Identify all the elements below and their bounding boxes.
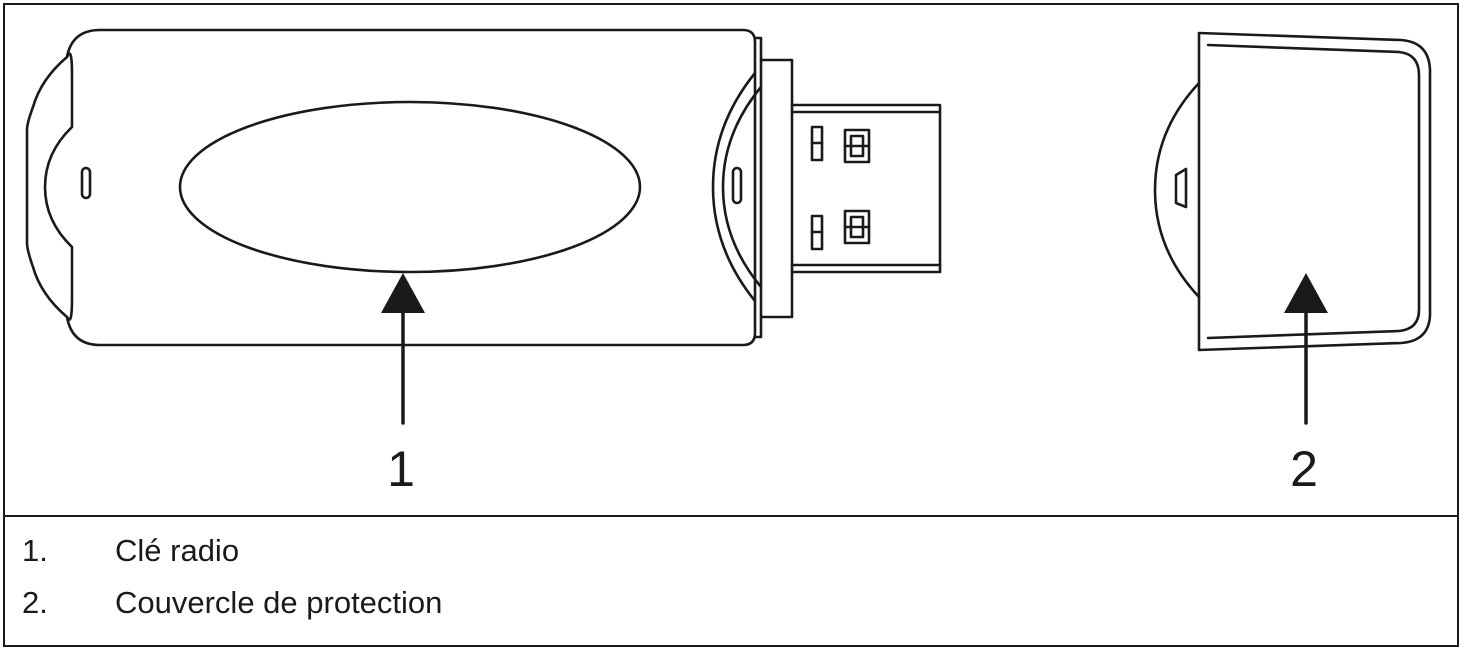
- radio-key-right-slot: [731, 166, 743, 205]
- radio-key-shoulder: [711, 71, 757, 303]
- radio-key: [25, 28, 942, 347]
- legend-item: 1. Clé radio: [5, 525, 1457, 577]
- legend-item-label: Couvercle de protection: [115, 585, 443, 620]
- legend: 1. Clé radio 2. Couvercle de protection: [5, 525, 1457, 629]
- legend-item-number: 1.: [22, 533, 48, 568]
- figure-frame: 1 2 1. Clé radio 2. Couvercle de protect…: [3, 3, 1459, 647]
- legend-divider: [5, 515, 1457, 517]
- usb-connector: [790, 103, 942, 274]
- protective-cap-curve: [1153, 81, 1201, 299]
- protective-cap-inner: [1206, 43, 1421, 340]
- radio-key-left-contour: [43, 52, 74, 321]
- radio-key-collar-step: [759, 58, 794, 319]
- legend-item: 2. Couvercle de protection: [5, 577, 1457, 629]
- radio-key-shoulder-inner: [721, 85, 763, 289]
- protective-cap-outer: [1197, 31, 1432, 352]
- radio-key-left-slot: [80, 166, 92, 200]
- radio-key-label-oval: [178, 100, 642, 274]
- callout-number-2: 2: [1290, 441, 1318, 497]
- illustration: 1 2: [5, 5, 1457, 515]
- protective-cap: [1153, 31, 1432, 352]
- callout-arrow-2: [1284, 273, 1328, 425]
- legend-item-number: 2.: [22, 585, 48, 620]
- legend-item-label: Clé radio: [115, 533, 240, 568]
- radio-key-collar: [753, 36, 763, 339]
- callout-number-1: 1: [387, 441, 415, 497]
- callout-arrow-1: [381, 273, 425, 425]
- protective-cap-slot: [1174, 167, 1188, 209]
